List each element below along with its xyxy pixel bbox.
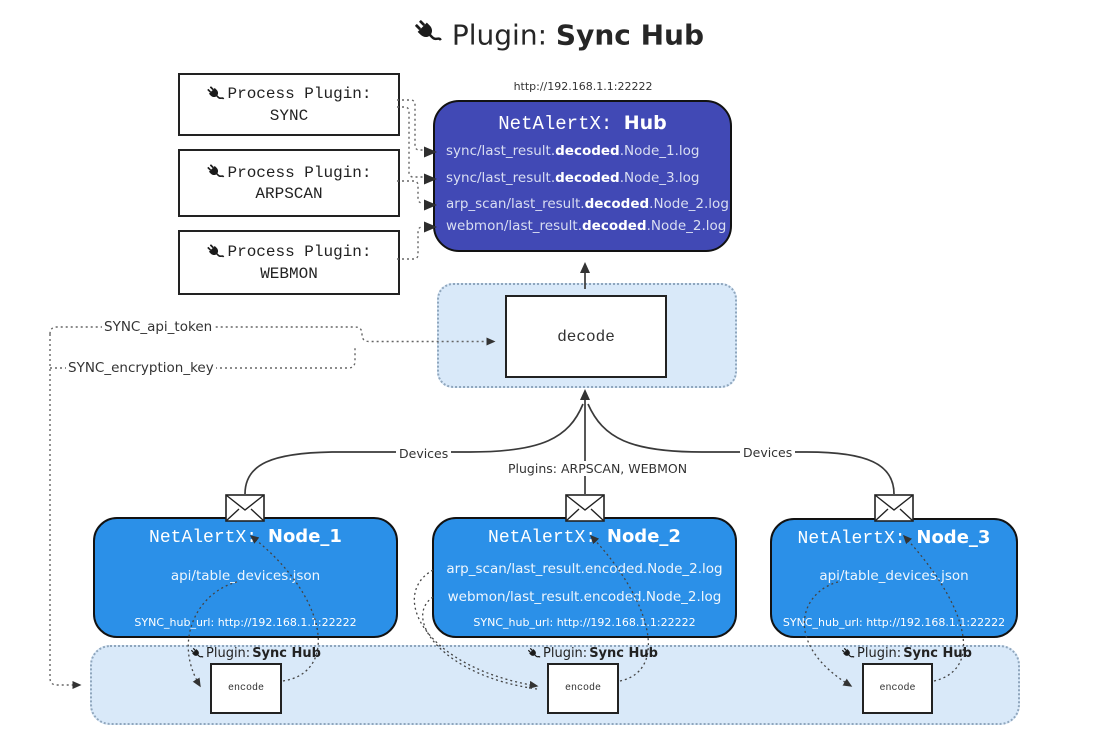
node1-title: NetAlertX: Node_1 xyxy=(149,526,342,548)
node2-title: NetAlertX: Node_2 xyxy=(488,526,681,548)
node1-hub-url: SYNC_hub_url: http://192.168.1.1:22222 xyxy=(134,616,357,629)
hub-title-name: Hub xyxy=(623,112,667,134)
env-encryption-key-label: SYNC_encryption_key xyxy=(66,360,216,376)
hub-title: NetAlertX: Hub xyxy=(433,112,732,135)
node1-box xyxy=(93,517,398,638)
process-plugin-box-arpscan: Process Plugin: ARPSCAN xyxy=(178,149,400,217)
hub-url-label: http://192.168.1.1:22222 xyxy=(513,80,653,93)
hub-item: webmon/last_result.decoded.Node_2.log xyxy=(446,218,727,234)
plug-icon xyxy=(206,85,225,104)
page-title: Plugin: Sync Hub xyxy=(0,18,1117,51)
encode3-plugin-label: Plugin:Sync Hub xyxy=(841,646,972,661)
encode1-plugin-label: Plugin:Sync Hub xyxy=(190,646,321,661)
edge-label-devices-right: Devices xyxy=(740,445,796,460)
title-prefix: Plugin: xyxy=(451,18,548,52)
node1-line: api/table_devices.json xyxy=(170,568,321,584)
node2-hub-url: SYNC_hub_url: http://192.168.1.1:22222 xyxy=(473,616,696,629)
process-plugin-name: WEBMON xyxy=(260,264,318,283)
process-plugin-label: Process Plugin: xyxy=(227,85,372,103)
plug-icon xyxy=(527,647,541,661)
plug-icon xyxy=(206,163,225,182)
hub-item: sync/last_result.decoded.Node_1.log xyxy=(446,143,700,159)
title-name: Sync Hub xyxy=(555,18,705,52)
node3-line: api/table_devices.json xyxy=(819,568,969,584)
hub-box xyxy=(433,100,732,252)
node2-line: arp_scan/last_result.encoded.Node_2.log xyxy=(446,561,723,577)
process-plugin-box-webmon: Process Plugin: WEBMON xyxy=(178,230,400,295)
hub-item: arp_scan/last_result.decoded.Node_2.log xyxy=(446,196,729,212)
plug-icon xyxy=(190,647,204,661)
node3-hub-url: SYNC_hub_url: http://192.168.1.1:22222 xyxy=(782,616,1006,629)
edge-label-devices-left: Devices xyxy=(396,446,452,461)
encode3-box: encode xyxy=(862,663,933,714)
process-plugin-name: ARPSCAN xyxy=(255,185,323,203)
hub-item: sync/last_result.decoded.Node_3.log xyxy=(446,170,700,186)
plug-icon xyxy=(841,647,855,661)
decode-box: decode xyxy=(505,295,667,378)
hub-title-prefix: NetAlertX: xyxy=(498,113,624,135)
process-plugin-label: Process Plugin: xyxy=(227,243,372,261)
process-plugin-label: Process Plugin: xyxy=(227,163,372,182)
encode2-box: encode xyxy=(547,663,619,714)
process-plugin-name: SYNC xyxy=(269,106,309,125)
process-plugin-box-sync: Process Plugin: SYNC xyxy=(178,73,400,136)
edge-label-plugins-mid: Plugins: ARPSCAN, WEBMON xyxy=(505,461,687,476)
node3-title: NetAlertX: Node_3 xyxy=(797,527,991,549)
plug-icon xyxy=(206,243,225,262)
plugin-to-hub-connectors xyxy=(397,99,423,260)
env-api-token-label: SYNC_api_token xyxy=(102,319,215,335)
encode2-plugin-label: Plugin:Sync Hub xyxy=(527,646,658,661)
node2-line: webmon/last_result.encoded.Node_2.log xyxy=(447,589,722,605)
plug-icon xyxy=(413,18,443,48)
encode1-box: encode xyxy=(210,663,282,714)
